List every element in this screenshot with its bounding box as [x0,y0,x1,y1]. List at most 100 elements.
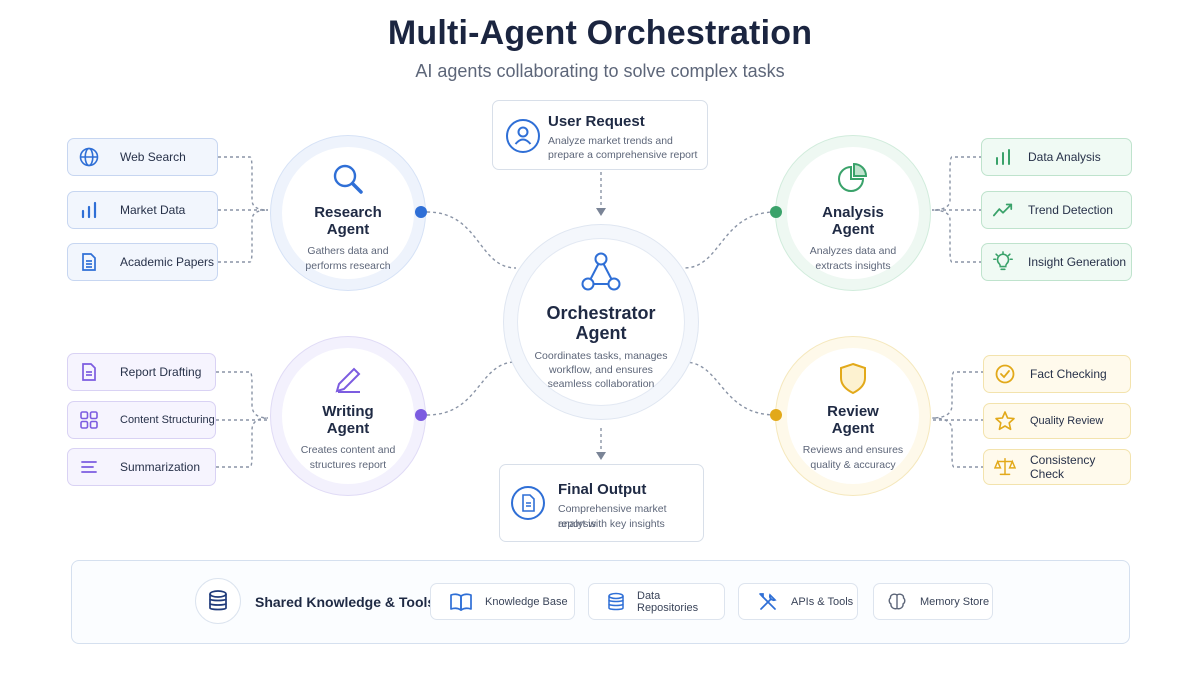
research-tool-market-data: Market Data [67,191,218,229]
writing-tool-summarization: Summarization [67,448,216,486]
research-agent: Research Agent Gathers data and performs… [270,135,426,291]
user-request-desc-1: Analyze market trends and [548,135,673,147]
analysis-connector-dot [770,206,782,218]
knowledge-item-label: Knowledge Base [485,595,568,608]
user-request-box: User Request Analyze market trends and p… [492,100,708,170]
writing-tool-report-drafting: Report Drafting [67,353,216,391]
tool-label: Market Data [120,203,186,217]
arrow-down-icon [596,208,606,216]
magnifier-icon [330,161,366,202]
pie-chart-icon [835,161,871,202]
trend-icon [992,199,1014,221]
list-icon [78,456,100,478]
check-circle-icon [994,363,1016,385]
tool-label: Consistency Check [1030,453,1096,481]
orchestrator-agent: Orchestrator Agent Coordinates tasks, ma… [503,224,699,420]
grid-icon [78,409,100,431]
network-icon [577,250,625,301]
memory-store-chip: Memory Store [873,583,993,620]
writing-agent: Writing Agent Creates content and struct… [270,336,426,496]
research-desc-1: Gathers data and [307,245,389,257]
tool-label: Report Drafting [120,365,202,379]
writing-tool-content-structuring: Content Structuring [67,401,216,439]
brain-icon [886,591,908,613]
book-icon [449,592,473,612]
knowledge-item-label: APIs & Tools [791,595,854,608]
final-output-desc-1: Comprehensive market analysis [558,503,667,530]
tool-label: Data Analysis [1028,150,1101,164]
research-name-1: Research [314,204,382,221]
analysis-agent: Analysis Agent Analyzes data and extract… [775,135,931,291]
review-tool-consistency-check: Consistency Check [983,449,1131,485]
research-name-2: Agent [326,221,370,238]
research-connector-dot [415,206,427,218]
orchestrator-name-2: Agent [575,323,627,343]
writing-connector-dot [415,409,427,421]
review-agent: Review Agent Reviews and ensures quality… [775,336,931,496]
scale-icon [994,456,1016,478]
orchestrator-name-1: Orchestrator [546,303,656,323]
star-icon [994,410,1016,432]
tool-label: Trend Detection [1028,203,1113,217]
orchestrator-desc-1: Coordinates tasks, manages [534,350,668,362]
user-request-desc-2: prepare a comprehensive report [548,149,698,161]
research-desc-2: performs research [305,260,391,272]
review-tool-quality-review: Quality Review [983,403,1131,439]
knowledge-item-label: Memory Store [920,595,990,608]
arrow-down-icon [596,452,606,460]
analysis-tool-insight-generation: Insight Generation [981,243,1132,281]
shared-knowledge-label: Shared Knowledge & Tools [255,594,436,610]
globe-icon [78,146,100,168]
review-tool-fact-checking: Fact Checking [983,355,1131,393]
bar-chart-icon [992,146,1014,168]
tool-label: Content Structuring [120,414,215,426]
orchestrator-desc-3: seamless collaboration [547,378,655,390]
final-output-desc-2: report with key insights [558,518,665,530]
final-output-title: Final Output [558,481,647,498]
analysis-name-2: Agent [831,221,875,238]
writing-desc-2: structures report [309,459,387,471]
user-icon [505,118,541,159]
tool-label: Web Search [120,150,186,164]
analysis-desc-2: extracts insights [815,260,891,272]
writing-desc-1: Creates content and [300,444,396,456]
tool-label: Fact Checking [1030,367,1107,381]
research-tool-academic-papers: Academic Papers [67,243,218,281]
review-desc-1: Reviews and ensures [802,444,904,456]
review-name-2: Agent [831,420,875,437]
page-subtitle: AI agents collaborating to solve complex… [415,61,785,81]
analysis-tool-trend-detection: Trend Detection [981,191,1132,229]
apis-tools-chip: APIs & Tools [738,583,858,620]
document-icon [510,485,546,526]
page-title: Multi-Agent Orchestration [387,14,813,52]
final-output-box: Final Output Comprehensive market analys… [499,464,704,542]
review-connector-dot [770,409,782,421]
tool-label: Summarization [120,460,201,474]
document-icon [78,361,100,383]
document-icon [78,251,100,273]
bar-chart-icon [78,199,100,221]
research-tool-web-search: Web Search [67,138,218,176]
user-request-title: User Request [548,113,645,130]
knowledge-base-chip: Knowledge Base [430,583,575,620]
lightbulb-icon [992,251,1014,273]
analysis-desc-1: Analyzes data and [809,245,897,257]
knowledge-item-label: Data Repositories [637,589,699,614]
tools-icon [757,591,779,613]
tool-label: Academic Papers [120,255,215,269]
database-icon [195,578,241,624]
review-desc-2: quality & accuracy [810,459,896,471]
pencil-icon [330,362,366,403]
orchestrator-desc-2: workflow, and ensures [549,364,653,376]
tool-label: Quality Review [1030,415,1104,427]
tool-label: Insight Generation [1028,255,1127,269]
review-name-1: Review [827,403,879,420]
database-icon [607,592,625,612]
writing-name-2: Agent [326,420,370,437]
writing-name-1: Writing [322,403,374,420]
analysis-tool-data-analysis: Data Analysis [981,138,1132,176]
data-repositories-chip: Data Repositories [588,583,725,620]
analysis-name-1: Analysis [822,204,884,221]
shield-icon [835,360,871,401]
